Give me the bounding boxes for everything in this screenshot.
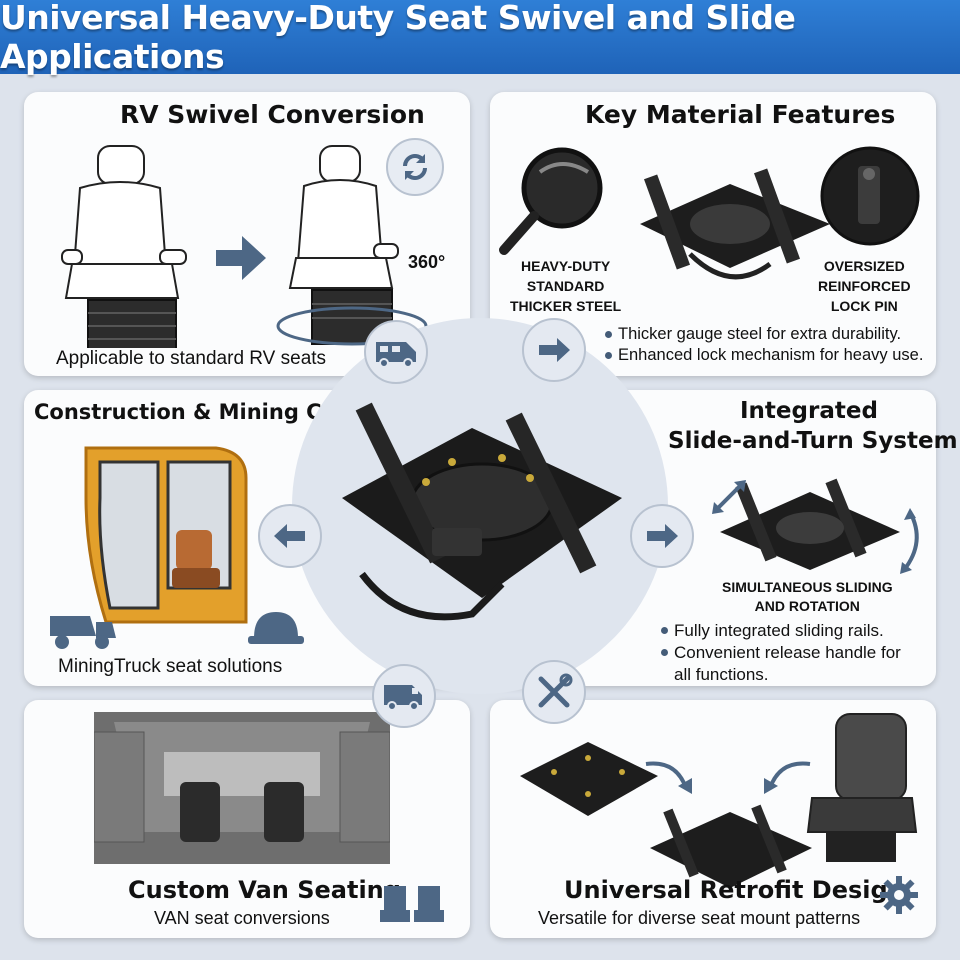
- van-icon: [384, 685, 422, 711]
- list-item: Thicker gauge steel for extra durability…: [604, 324, 923, 345]
- rotate-icon: [403, 154, 427, 180]
- center-swivel-product-image: [342, 402, 622, 621]
- material-connector-badge: [522, 318, 586, 382]
- van-connector-badge: [372, 664, 436, 728]
- list-item: Enhanced lock mechanism for heavy use.: [604, 345, 923, 366]
- rv-caption: Applicable to standard RV seats: [56, 348, 327, 369]
- arrow-down-icon: [645, 761, 692, 794]
- rv-icon: [376, 342, 416, 368]
- arrow-right-icon: [647, 524, 678, 548]
- callout-line: OVERSIZED: [823, 258, 905, 274]
- arrow-right-icon: [539, 338, 570, 362]
- rv-seat-illustration: [61, 145, 428, 348]
- turn-arrow-icon: [900, 508, 919, 574]
- retrofit-title: Universal Retrofit Design: [564, 876, 905, 904]
- slide-turn-image: [720, 478, 900, 570]
- retrofit-connector-badge: [522, 660, 586, 724]
- integrated-connector-badge: [630, 504, 694, 568]
- integrated-bullets: Fully integrated sliding rails. Convenie…: [660, 620, 901, 686]
- arrow-left-icon: [274, 524, 305, 548]
- standard-seat-image: [61, 145, 187, 348]
- seat-pair-icon: [380, 886, 444, 922]
- dump-truck-icon: [50, 616, 116, 649]
- retrofit-caption: Versatile for diverse seat mount pattern…: [538, 908, 861, 928]
- callout-line: REINFORCED: [818, 278, 911, 294]
- rv-title: RV Swivel Conversion: [120, 100, 425, 129]
- retrofit-seat-image: [806, 713, 918, 862]
- arrow-right-icon: [216, 236, 266, 280]
- rv-connector-badge: [364, 320, 428, 384]
- swivel-plate-image: [640, 168, 830, 280]
- construction-caption: MiningTruck seat solutions: [58, 656, 283, 677]
- subtitle-line: SIMULTANEOUS SLIDING: [722, 579, 893, 595]
- callout-line: LOCK PIN: [830, 298, 898, 314]
- construction-title: Construction & Mining Cab: [34, 400, 351, 424]
- van-caption: VAN seat conversions: [154, 908, 330, 928]
- steel-callout: HEAVY-DUTY STANDARD THICKER STEEL: [510, 256, 621, 316]
- integrated-title-line1: Integrated: [740, 398, 878, 424]
- material-bullets: Thicker gauge steel for extra durability…: [604, 324, 923, 366]
- rotation-label: 360°: [408, 252, 446, 272]
- list-item: Fully integrated sliding rails.: [660, 620, 901, 642]
- integrated-subtitle: SIMULTANEOUS SLIDING AND ROTATION: [722, 578, 893, 616]
- van-interior-image: [94, 712, 390, 864]
- retrofit-swivel-image: [650, 804, 812, 888]
- hard-hat-icon: [248, 612, 304, 644]
- lock-pin-icon: [820, 146, 920, 246]
- list-item: all functions.: [674, 665, 769, 684]
- callout-line: THICKER STEEL: [510, 298, 622, 314]
- page-title: Universal Heavy-Duty Seat Swivel and Sli…: [0, 0, 796, 76]
- integrated-title-line2: Slide-and-Turn System: [668, 428, 958, 454]
- slide-arrow-icon: [712, 480, 746, 514]
- material-card: Key Material Features HEAVY-DUTY STANDAR…: [490, 92, 936, 376]
- wrench-icon: [538, 673, 573, 708]
- list-item: Convenient release handle for: [660, 642, 901, 664]
- gear-icon: [880, 876, 918, 914]
- material-title: Key Material Features: [585, 100, 896, 129]
- lockpin-callout: OVERSIZED REINFORCED LOCK PIN: [818, 256, 911, 316]
- subtitle-line: AND ROTATION: [754, 598, 860, 614]
- cab-image: [84, 446, 248, 624]
- callout-line: HEAVY-DUTY: [521, 258, 611, 274]
- rotate-icon-badge: [386, 138, 444, 196]
- rv-card: RV Swivel Conversion: [24, 92, 470, 376]
- retrofit-plate-image: [520, 742, 658, 816]
- header-banner: Universal Heavy-Duty Seat Swivel and Sli…: [0, 0, 960, 76]
- callout-line: STANDARD: [526, 278, 605, 294]
- construction-connector-badge: [258, 504, 322, 568]
- retrofit-card: Universal Retrofit Design Versatile for …: [490, 700, 936, 938]
- magnifier-icon: [499, 147, 603, 255]
- van-card: Custom Van Seating VAN seat conversions: [24, 700, 470, 938]
- arrow-down-icon: [764, 761, 811, 794]
- van-title: Custom Van Seating: [128, 876, 401, 904]
